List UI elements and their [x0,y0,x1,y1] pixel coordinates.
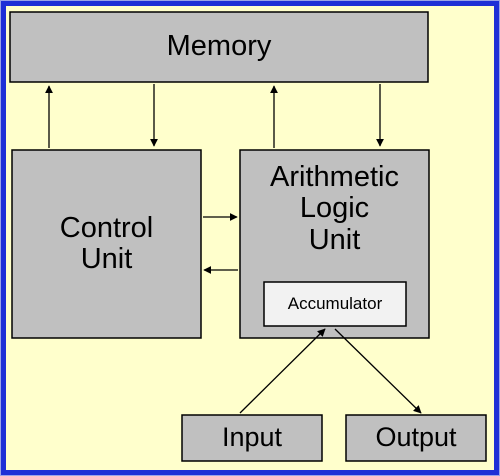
accumulator-box [263,281,407,327]
input-box [181,414,323,462]
arrow-input-to-accumulator [239,328,326,414]
control-unit-box [11,149,202,339]
output-box [345,414,487,462]
memory-box [9,11,429,83]
arrow-accumulator-to-output [334,328,422,414]
